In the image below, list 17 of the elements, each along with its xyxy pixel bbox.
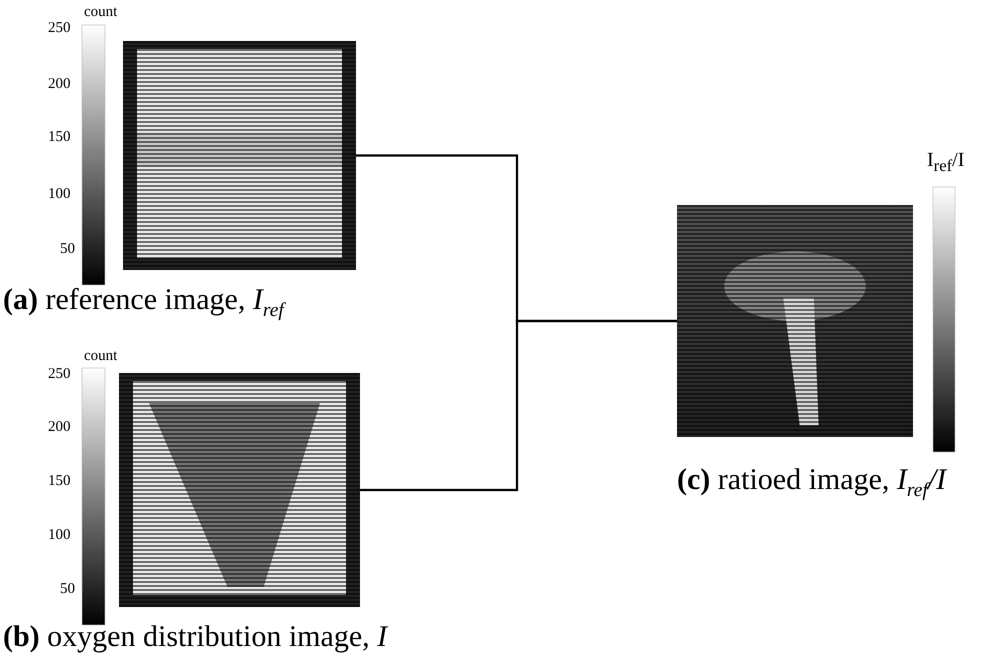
tick-label: 200 (48, 77, 70, 92)
image-caption: (a) reference image, I$_{ref}$ (3, 283, 284, 322)
colorbar-label: count (84, 5, 118, 20)
image-caption: (c) ratioed image, I$_{ref}$/I (677, 463, 946, 502)
tick-label: 100 (48, 187, 70, 202)
tick-label: 100 (48, 528, 70, 543)
colorbar-label: count (84, 349, 118, 364)
tick-label: 150 (48, 130, 70, 145)
tick-label: 50 (60, 582, 75, 597)
tick-label: 250 (48, 367, 70, 382)
tick-label: 250 (48, 21, 70, 36)
tick-label: 50 (60, 242, 75, 257)
image-caption: (b) oxygen distribution image, I (3, 620, 388, 653)
colorbar-label: I$_{ref}$/I (927, 150, 964, 175)
connector-line (360, 320, 677, 492)
tick-label: 150 (48, 474, 70, 489)
tick-label: 200 (48, 420, 70, 435)
